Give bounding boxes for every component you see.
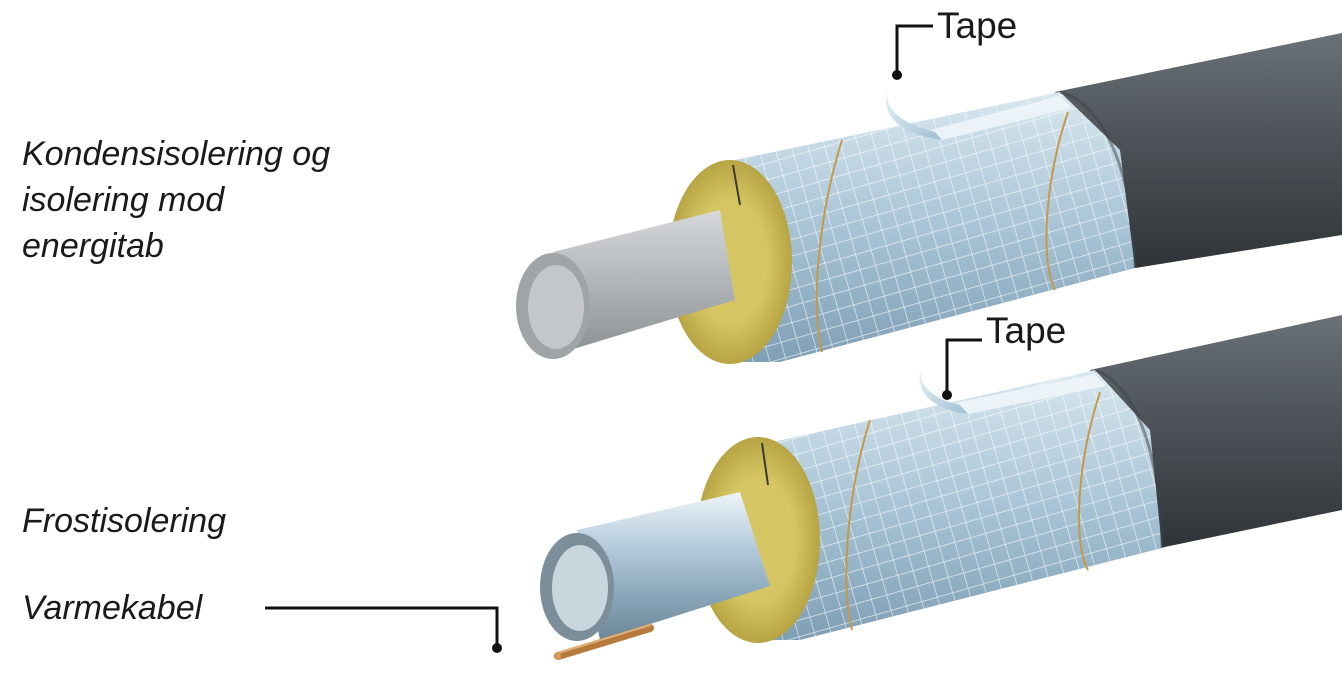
tape-label-top: Tape [937, 5, 1018, 46]
bottom-tape-flap [919, 365, 968, 414]
top-tape-strip [930, 96, 1072, 140]
top-pipe [516, 33, 1342, 364]
tape-bottom-callout-dot [942, 390, 952, 400]
tape-bottom-callout [945, 338, 982, 395]
condensation-label-line-2: isolering mod [22, 181, 225, 219]
callout-lines [265, 24, 982, 653]
top-inner-pipe-body [553, 210, 735, 350]
bottom-pipe [540, 315, 1342, 660]
condensation-label-line-3: energitab [22, 227, 164, 265]
top-mineral-wool-ring [668, 160, 792, 364]
heating-cable [554, 624, 654, 660]
bottom-inner-pipe-body [577, 492, 770, 640]
heating-cable-callout-dot [492, 643, 502, 653]
tape-label-bottom: Tape [986, 310, 1067, 351]
condensation-label-line-1: Kondensisolering og [22, 135, 331, 173]
tape-top-callout [895, 24, 933, 75]
frost-insulation-label: Frostisolering [22, 502, 227, 540]
heating-cable-callout [265, 606, 499, 648]
tape-top-callout-dot [892, 70, 902, 80]
bottom-tape-strip [955, 374, 1106, 414]
top-tape-flap [885, 88, 942, 140]
heating-cable-label: Varmekabel [22, 589, 203, 627]
